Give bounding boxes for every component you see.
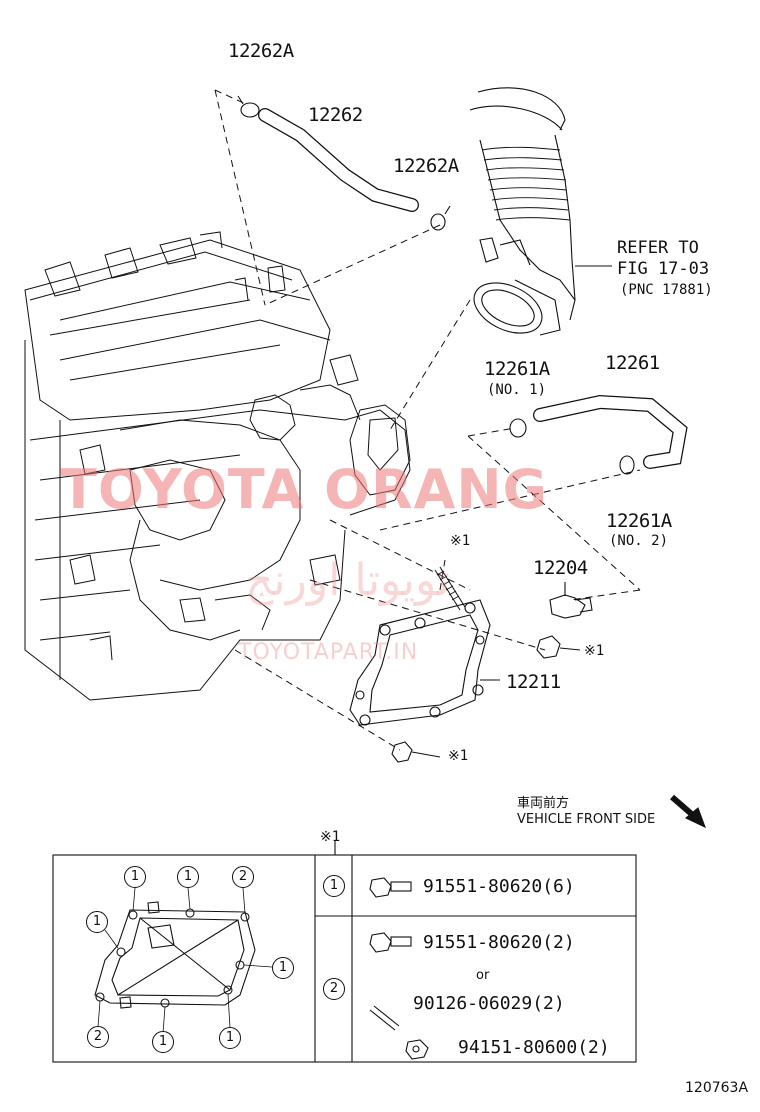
bracket-callout: 1 <box>272 957 294 979</box>
table-header-mark: ※1 <box>320 829 341 845</box>
part-sublabel-no2: (NO. 2) <box>609 533 669 549</box>
part-label-12262a-mid: 12262A <box>393 155 459 177</box>
table-key-2: 2 <box>323 978 345 1000</box>
watermark-arabic-text: تويوتا اورنج <box>245 555 450 606</box>
refer-note-line3: (PNC 17881) <box>620 282 713 298</box>
watermark-url: TOYOTAPART.IN <box>238 640 419 665</box>
part-label-12262a-top: 12262A <box>228 40 294 62</box>
part-label-12262: 12262 <box>308 104 363 126</box>
bracket-callout: 1 <box>124 866 146 888</box>
table-part-90126-06029: 90126-06029(2) <box>413 993 565 1014</box>
bracket-callout: 1 <box>219 1027 241 1049</box>
figure-id: 120763A <box>685 1080 749 1096</box>
part-label-12261a-no1: 12261A <box>484 358 550 380</box>
bracket-callout: 1 <box>86 911 108 933</box>
part-sublabel-no1: (NO. 1) <box>487 382 547 398</box>
part-label-12211: 12211 <box>506 671 561 693</box>
table-part-91551-80620-6: 91551-80620(6) <box>423 876 575 897</box>
direction-label-en: VEHICLE FRONT SIDE <box>517 812 656 827</box>
part-label-12204: 12204 <box>533 557 588 579</box>
bracket-callout: 2 <box>232 866 254 888</box>
part-label-12261: 12261 <box>605 352 660 374</box>
note-mark-nut: ※1 <box>584 643 605 659</box>
table-part-94151-80600: 94151-80600(2) <box>458 1037 610 1058</box>
refer-note-line1: REFER TO <box>617 238 699 258</box>
table-or-label: or <box>476 968 490 983</box>
direction-label-jp: 車両前方 <box>517 796 570 811</box>
bracket-callout: 1 <box>152 1031 174 1053</box>
table-key-1: 1 <box>323 875 345 897</box>
table-part-91551-80620-2: 91551-80620(2) <box>423 932 575 953</box>
bracket-callout: 2 <box>87 1026 109 1048</box>
watermark-text: TOYOTA ORANG <box>60 458 548 521</box>
note-mark-bolt: ※1 <box>448 748 469 764</box>
part-label-12261a-no2: 12261A <box>606 510 672 532</box>
bracket-callout: 1 <box>177 866 199 888</box>
note-mark-stud: ※1 <box>450 533 471 549</box>
refer-note-line2: FIG 17-03 <box>617 259 710 279</box>
